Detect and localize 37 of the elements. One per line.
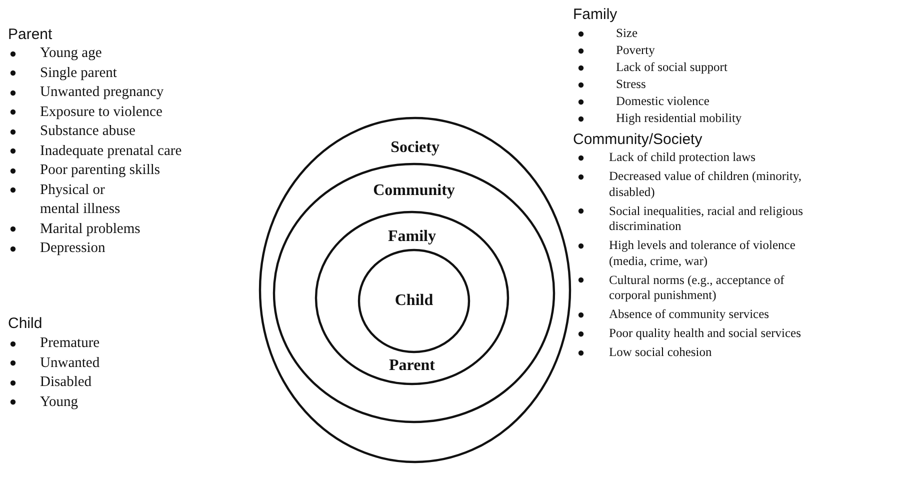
list-item: Lack of child protection laws	[609, 150, 756, 164]
list-item: Marital problems	[40, 220, 140, 236]
list-heading: Parent	[8, 26, 52, 44]
layer-label: Child	[394, 291, 434, 311]
layer-label: Parent	[388, 356, 436, 376]
list-heading: Community/Society	[573, 131, 702, 149]
list-heading: Child	[8, 315, 42, 333]
list-item: Disabled	[40, 374, 92, 390]
list-item: Inadequate prenatal care	[40, 142, 182, 158]
list-item: High residential mobility	[616, 111, 742, 125]
list-item: Lack of social support	[616, 60, 728, 74]
list-item: Young	[40, 394, 78, 410]
list-item: Social inequalities, racial and religious discrimination	[609, 204, 804, 233]
list-heading: Family	[573, 6, 618, 24]
list-item: Size	[616, 26, 638, 40]
list-item: Substance abuse	[40, 123, 136, 139]
list-item: Poor parenting skills	[40, 162, 160, 178]
list-item: Domestic violence	[616, 94, 710, 108]
list-item: Cultural norms (e.g., acceptance of corporal punishment)	[609, 272, 784, 302]
list-item: Absence of community services	[609, 307, 770, 321]
list-item: Poor quality health and social services	[609, 326, 801, 340]
layer-label: Community	[372, 181, 456, 201]
layer-label: Family	[387, 227, 437, 247]
list-item: Unwanted	[40, 354, 100, 370]
list-item: Depression	[40, 240, 106, 256]
list-item: High levels and tolerance of violence (media, crime, war)	[609, 238, 796, 268]
list-item: Physical or mental illness	[40, 182, 120, 217]
list-item: Single parent	[40, 64, 117, 80]
list-item: Exposure to violence	[40, 104, 162, 120]
layer-label: Society	[390, 138, 440, 158]
list-item: Poverty	[616, 43, 655, 57]
list-item: Unwanted pregnancy	[40, 84, 164, 100]
list-item: Stress	[616, 77, 646, 91]
list-item: Low social cohesion	[609, 345, 712, 359]
list-item: Premature	[40, 335, 100, 351]
list-item: Decreased value of children (minority, disabled)	[609, 169, 802, 198]
list-item: Young age	[40, 45, 102, 61]
